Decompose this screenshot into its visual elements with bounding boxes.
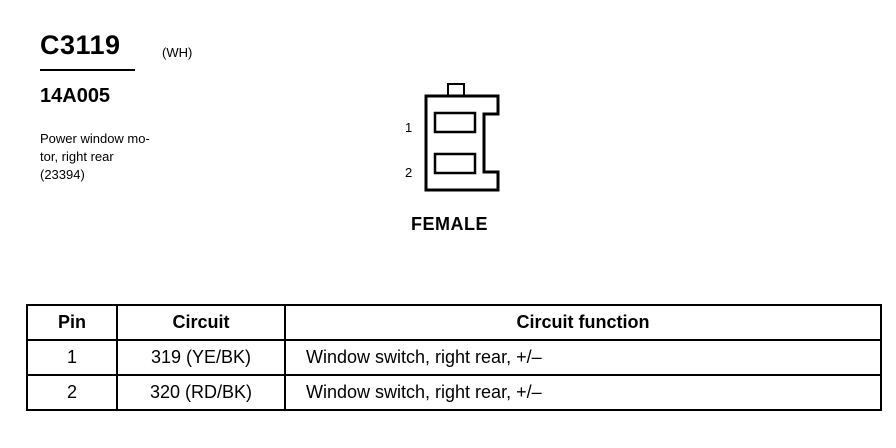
connector-face-diagram (424, 83, 500, 192)
pinout-table: Pin Circuit Circuit function 1 319 (YE/B… (26, 304, 882, 411)
connector-housing (424, 94, 500, 192)
pin-2-cavity (433, 152, 477, 175)
column-header-circuit-function: Circuit function (284, 304, 882, 341)
part-number: 14A005 (40, 85, 111, 107)
circuit-function-cell: Window switch, right rear, +/– (284, 339, 882, 376)
circuit-cell: 319 (YE/BK) (116, 339, 286, 376)
circuit-cell: 320 (RD/BK) (116, 374, 286, 411)
title-rule (40, 69, 135, 71)
pin-2-label: 2 (405, 165, 413, 180)
connector-id: C3119 (40, 30, 121, 60)
table-row: 2 320 (RD/BK) Window switch, right rear,… (26, 374, 882, 411)
circuit-function-cell: Window switch, right rear, +/– (284, 374, 882, 411)
pin-cell: 1 (26, 339, 118, 376)
connector-color: (WH) (162, 45, 193, 60)
table-header-row: Pin Circuit Circuit function (26, 304, 882, 341)
connector-description: Power window mo- tor, right rear (23394) (40, 130, 200, 184)
pin-cell: 2 (26, 374, 118, 411)
description-line: tor, right rear (40, 149, 114, 164)
locking-tab (447, 83, 465, 97)
gender-label: FEMALE (411, 214, 488, 234)
pin-1-cavity (433, 111, 477, 134)
description-line: Power window mo- (40, 131, 150, 146)
table-row: 1 319 (YE/BK) Window switch, right rear,… (26, 339, 882, 376)
pin-1-label: 1 (405, 120, 413, 135)
description-line: (23394) (40, 167, 85, 182)
column-header-circuit: Circuit (116, 304, 286, 341)
column-header-pin: Pin (26, 304, 118, 341)
